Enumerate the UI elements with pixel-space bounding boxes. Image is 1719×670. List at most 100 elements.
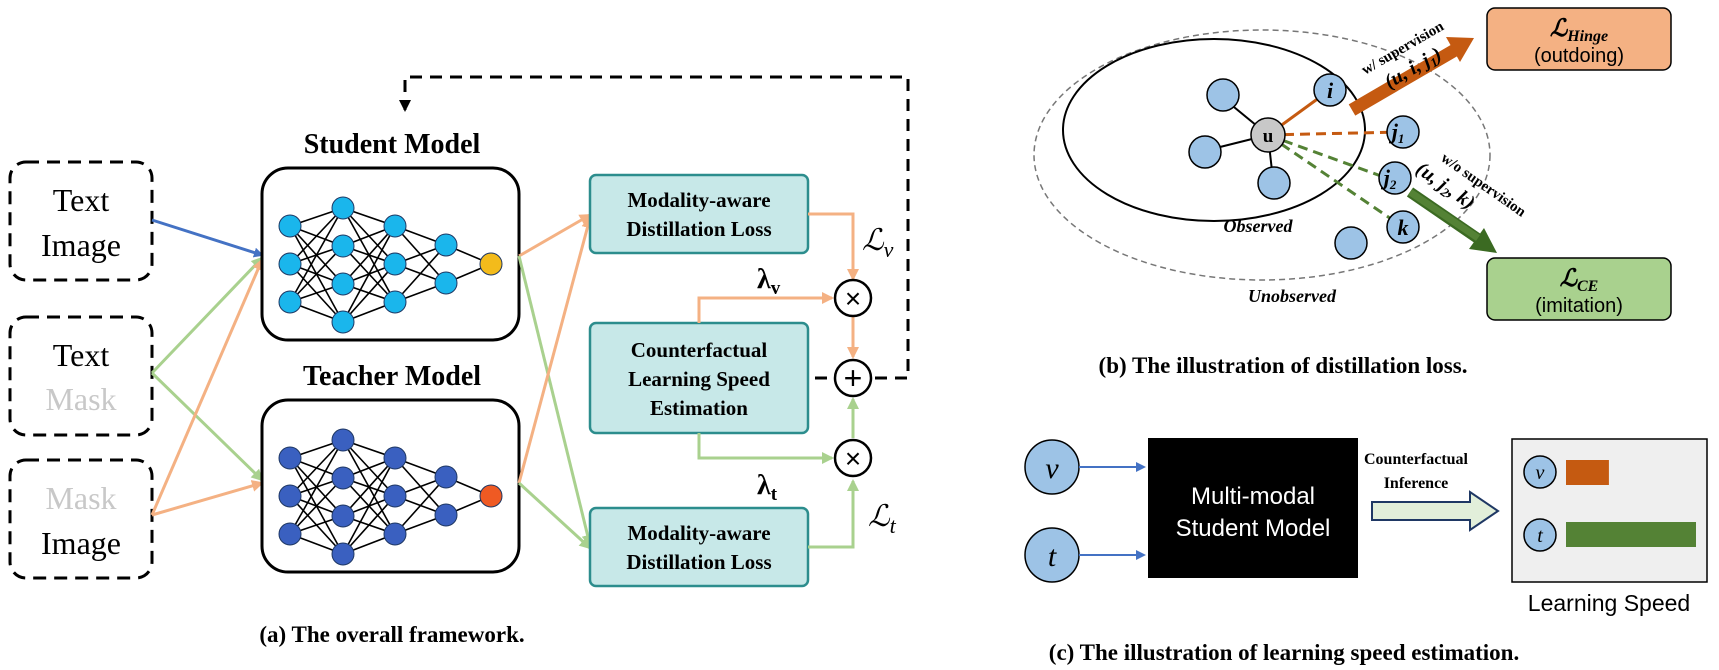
network-node (383, 522, 407, 546)
input-2-bottom: Mask (45, 381, 116, 417)
network-node (331, 196, 355, 220)
ce-arrow (1406, 187, 1497, 253)
lambda-v-label: λv (757, 264, 781, 299)
L-t-label: ℒt (868, 500, 897, 538)
node-i: i (1313, 73, 1347, 107)
cf-line1: Counterfactual (631, 338, 768, 362)
learning-speed-title: Learning Speed (1528, 590, 1690, 616)
loss-box-top: Modality-aware Distillation Loss (588, 173, 810, 255)
network-node (331, 310, 355, 334)
network-node (434, 465, 458, 489)
node-j1: j1 (1386, 115, 1420, 149)
caption-c: (c) The illustration of learning speed e… (1049, 640, 1519, 665)
multiply-bottom: × (833, 438, 873, 478)
network-node (278, 522, 302, 546)
graph-edges (1207, 90, 1401, 227)
counterfactual-box: Counterfactual Learning Speed Estimation (588, 321, 810, 435)
input-1-top: Text (53, 182, 110, 218)
network-edge (342, 225, 396, 323)
graph-node (1257, 166, 1291, 200)
loss-box-bottom: Modality-aware Distillation Loss (588, 506, 810, 588)
cf-inference-line1: Counterfactual (1364, 451, 1469, 468)
network-node (434, 503, 458, 527)
multiply-top: × (833, 278, 873, 318)
arrow-cf-times-top (697, 292, 834, 323)
network-node (278, 290, 302, 314)
svg-text:j1: j1 (1389, 119, 1405, 146)
svg-text:(imitation): (imitation) (1535, 295, 1623, 317)
loss-bottom-line2: Distillation Loss (626, 550, 771, 574)
student-network (278, 196, 503, 334)
svg-text:t: t (1048, 540, 1057, 573)
network-node (383, 252, 407, 276)
network-edge (289, 207, 344, 265)
network-node (331, 542, 355, 566)
teacher-network (278, 428, 503, 566)
network-edge (342, 225, 396, 285)
network-edge (342, 263, 396, 323)
arrow-cf-times-bottom (697, 433, 834, 464)
svg-text:k: k (1398, 215, 1409, 240)
network-edge (289, 245, 344, 303)
arrow-input2-student (150, 256, 264, 375)
arrow-input1-student (151, 218, 264, 258)
lambda-t-label: λt (757, 470, 778, 505)
graph-node (1188, 135, 1222, 169)
caption-a: (a) The overall framework. (259, 622, 524, 647)
arrow-loss-bottom-times (808, 479, 859, 549)
caption-b: (b) The illustration of distillation los… (1099, 353, 1468, 378)
svg-text:v: v (1536, 462, 1545, 484)
observed-region (1062, 38, 1366, 222)
graph-node (1206, 78, 1240, 112)
arrow-input2-teacher (150, 371, 264, 482)
input-2-top: Text (53, 337, 110, 373)
svg-text:u: u (1263, 126, 1274, 147)
network-node (331, 272, 355, 296)
input-text-image: Text Image (8, 160, 154, 282)
network-output-node (479, 484, 503, 508)
arrow-teacher-loss-top (517, 216, 594, 484)
loss-top-line1: Modality-aware (627, 188, 770, 212)
network-edge (394, 476, 447, 535)
input-mask-image: Mask Image (8, 458, 154, 580)
feedback-loop (399, 75, 910, 380)
input-t-node: t (1024, 527, 1080, 583)
network-node (383, 214, 407, 238)
network-edge (342, 457, 396, 517)
svg-text:t: t (1537, 525, 1543, 547)
teacher-model-title: Teacher Model (303, 361, 481, 392)
svg-text:Multi-modal: Multi-modal (1191, 483, 1315, 510)
network-edge (342, 495, 396, 555)
arrow-teacher-loss-bottom (517, 481, 592, 550)
network-node (278, 214, 302, 238)
network-node (331, 466, 355, 490)
network-edge (289, 439, 344, 535)
student-model-title: Student Model (304, 129, 481, 160)
network-edge (342, 457, 396, 555)
svg-text:ℒHinge: ℒHinge (1550, 16, 1608, 45)
ce-loss-box: ℒCE (imitation) (1486, 257, 1672, 321)
student-model-black-box: Multi-modal Student Model (1148, 438, 1358, 578)
svg-text:ℒCE: ℒCE (1560, 266, 1599, 295)
cf-line2: Learning Speed (628, 367, 770, 391)
svg-text:(outdoing): (outdoing) (1534, 45, 1624, 67)
arrow-student-loss-bottom (517, 255, 594, 547)
svg-text:v: v (1045, 452, 1059, 485)
hinge-loss-box: ℒHinge (outdoing) (1486, 7, 1672, 71)
svg-text:×: × (845, 443, 861, 474)
network-edge (394, 244, 447, 303)
network-edge (289, 439, 344, 497)
cf-line3: Estimation (650, 396, 748, 420)
network-node (434, 271, 458, 295)
loss-top-line2: Distillation Loss (626, 217, 771, 241)
arrow-student-loss-top (518, 213, 592, 258)
network-node (331, 504, 355, 528)
hinge-arrow (1348, 37, 1474, 116)
speed-bar-t (1566, 522, 1696, 547)
network-node (331, 234, 355, 258)
panel-a: Text Image Text Mask Mask Image Student … (8, 75, 910, 647)
plus-operator: + (833, 358, 873, 398)
arrow-input3-student (150, 258, 264, 516)
arrow-input3-teacher (151, 480, 264, 517)
